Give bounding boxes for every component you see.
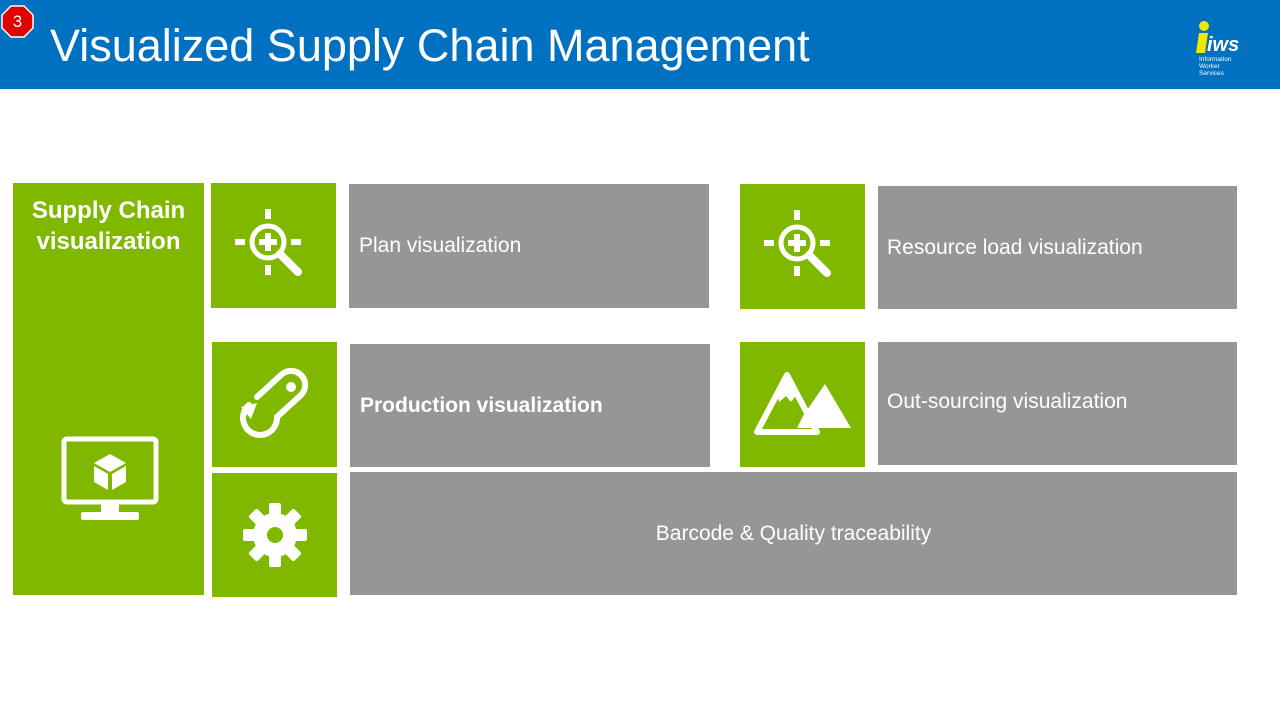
logo-line-3: Services <box>1199 70 1224 77</box>
cycle-link-icon <box>239 367 308 438</box>
svg-text:iws: iws <box>1207 34 1239 54</box>
gear-icon <box>242 503 307 567</box>
monitor-cube-icon <box>61 436 159 520</box>
outsourcing-visualization-box: Out-sourcing visualization <box>878 342 1237 465</box>
plan-visualization-box: Plan visualization <box>349 184 709 308</box>
resource-load-visualization-label: Resource load visualization <box>887 235 1143 259</box>
plan-icon-tile <box>211 183 336 308</box>
production-visualization-box: Production visualization <box>350 344 710 467</box>
slide-number-text: 3 <box>12 11 23 31</box>
production-icon-tile <box>212 342 337 467</box>
iws-logo-mark: iws <box>1196 21 1239 54</box>
barcode-quality-label: Barcode & Quality traceability <box>655 521 932 545</box>
panel-title: Supply Chain visualization <box>31 197 186 255</box>
supply-chain-panel: Supply Chain visualization <box>13 183 204 595</box>
outsourcing-visualization-label: Out-sourcing visualization <box>887 389 1128 413</box>
logo-line-2: Worker <box>1199 63 1220 70</box>
page-title: Visualized Supply Chain Management <box>50 20 810 71</box>
barcode-icon-tile <box>212 473 337 597</box>
zoom-target-icon <box>234 208 302 276</box>
octagon-icon <box>1 5 34 38</box>
header-bar: 3 Visualized Supply Chain Management iws… <box>0 0 1280 89</box>
production-visualization-label: Production visualization <box>360 393 603 417</box>
barcode-quality-box: Barcode & Quality traceability <box>350 472 1237 595</box>
resource-load-visualization-box: Resource load visualization <box>878 186 1237 309</box>
resource-icon-tile <box>740 184 865 309</box>
plan-visualization-label: Plan visualization <box>359 234 522 257</box>
logo-line-1: Information <box>1199 56 1232 63</box>
zoom-target-icon <box>763 209 831 277</box>
slide-number-badge: 3 <box>1 5 34 38</box>
mountains-icon <box>753 371 851 435</box>
iws-logo: iws Information Worker Services <box>1192 18 1262 78</box>
outsourcing-icon-tile <box>740 342 865 467</box>
